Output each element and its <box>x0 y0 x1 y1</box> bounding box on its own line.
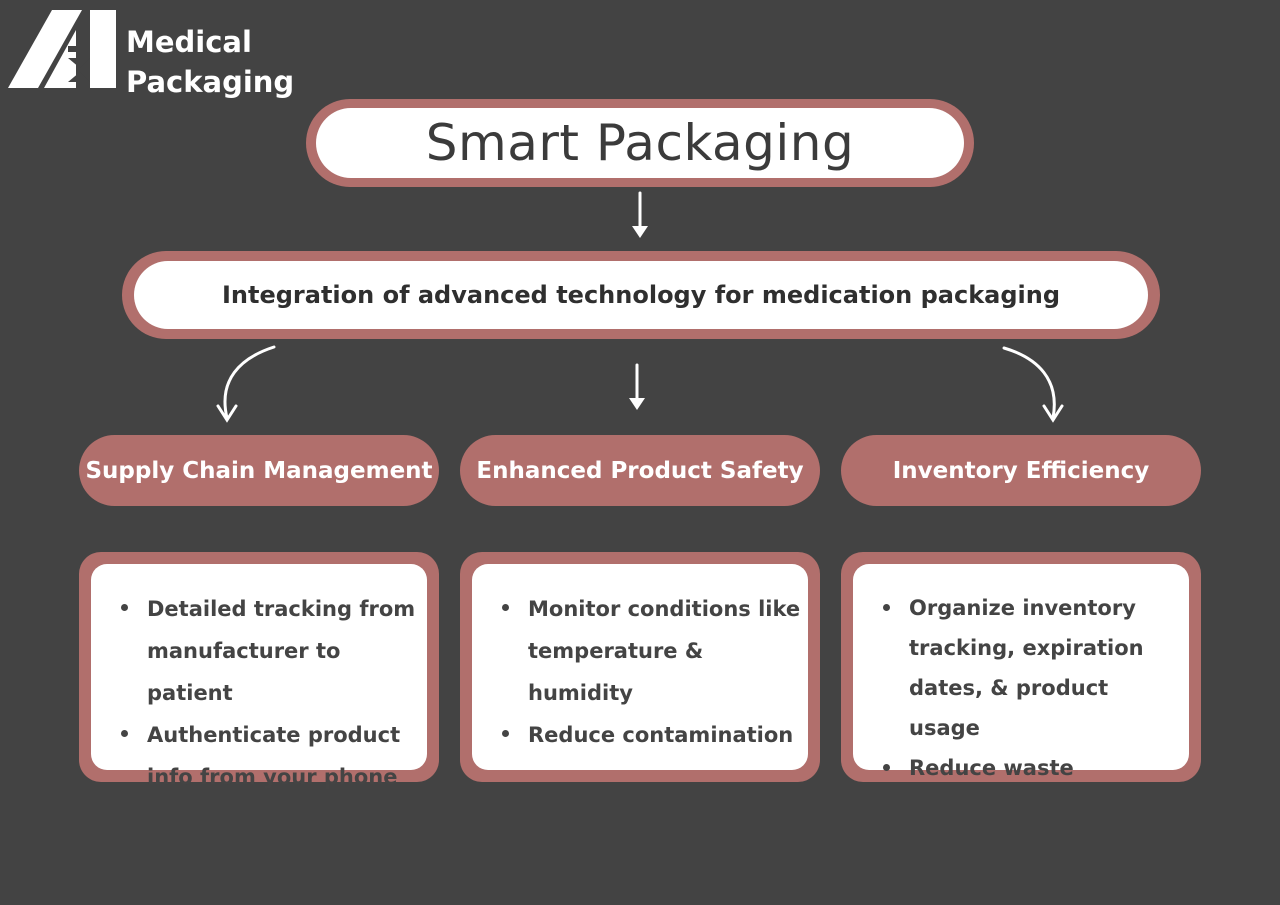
brand-line-2: Packaging <box>126 65 295 99</box>
diagram-title: Smart Packaging <box>425 114 855 172</box>
bullet-icon <box>502 730 509 737</box>
list-item: Reduce contamination <box>494 714 802 756</box>
bullet-icon <box>883 764 890 771</box>
bullet-list: Monitor conditions like temperature & hu… <box>494 588 802 756</box>
category-product-safety: Enhanced Product Safety <box>460 435 820 506</box>
title-box: Smart Packaging <box>306 99 974 187</box>
brand-line-1: Medical <box>126 25 252 59</box>
list-item: Detailed tracking from manufacturer to p… <box>113 588 421 714</box>
category-label: Supply Chain Management <box>85 457 433 484</box>
arrow-down-icon <box>629 363 645 410</box>
bullet-list: Detailed tracking from manufacturer to p… <box>113 588 421 798</box>
list-item: Organize inventory tracking, expiration … <box>875 588 1183 748</box>
bullet-icon <box>502 604 509 611</box>
card-supply-chain: Detailed tracking from manufacturer to p… <box>79 552 439 789</box>
card-inventory: Organize inventory tracking, expiration … <box>841 552 1201 782</box>
subtitle-box: Integration of advanced technology for m… <box>122 251 1160 339</box>
bullet-icon <box>883 604 890 611</box>
bullet-icon <box>121 604 128 611</box>
brand-logo: Medical Packaging <box>8 8 298 99</box>
category-inventory: Inventory Efficiency <box>841 435 1201 506</box>
arrow-down-icon <box>632 191 648 238</box>
list-item: Authenticate product info from your phon… <box>113 714 421 798</box>
bullet-icon <box>121 730 128 737</box>
diagram-subtitle: Integration of advanced technology for m… <box>221 281 1061 309</box>
brand-name: Medical Packaging <box>126 22 294 102</box>
curved-arrow-left-icon <box>216 345 276 423</box>
list-item: Reduce waste <box>875 748 1183 788</box>
category-label: Enhanced Product Safety <box>476 457 804 484</box>
list-item: Monitor conditions like temperature & hu… <box>494 588 802 714</box>
bullet-list: Organize inventory tracking, expiration … <box>875 588 1183 788</box>
medical-packaging-logo-icon <box>8 10 116 88</box>
category-supply-chain: Supply Chain Management <box>79 435 439 506</box>
category-label: Inventory Efficiency <box>892 457 1150 484</box>
curved-arrow-right-icon <box>1002 346 1064 423</box>
card-product-safety: Monitor conditions like temperature & hu… <box>460 552 820 782</box>
